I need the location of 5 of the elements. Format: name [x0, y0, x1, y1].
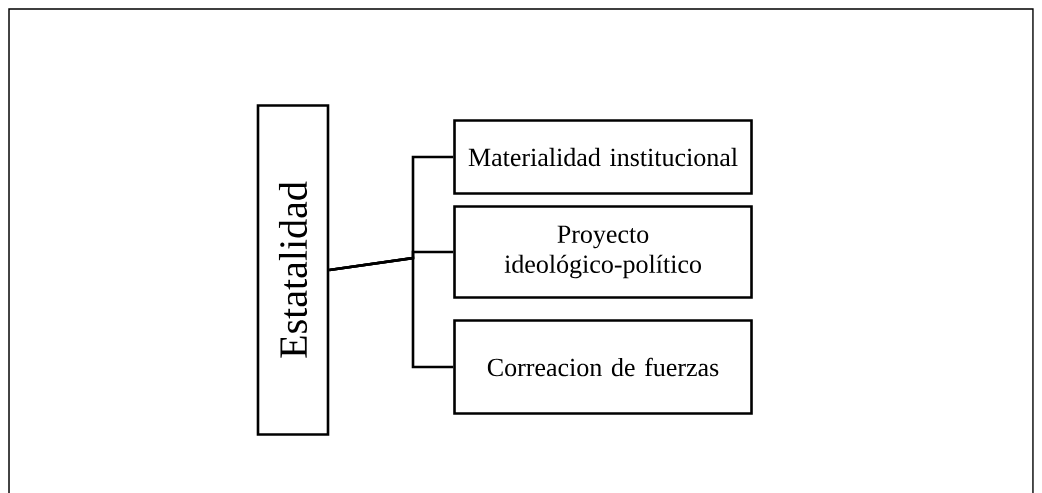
- text-box: Correacion de fuerzas: [453, 319, 753, 415]
- text-box: Materialidad institucional: [453, 119, 753, 195]
- connector: [329, 256, 454, 369]
- text-box: Proyecto ideológico-político: [453, 205, 753, 299]
- vertical-title-box: Estatalidad: [256, 104, 330, 436]
